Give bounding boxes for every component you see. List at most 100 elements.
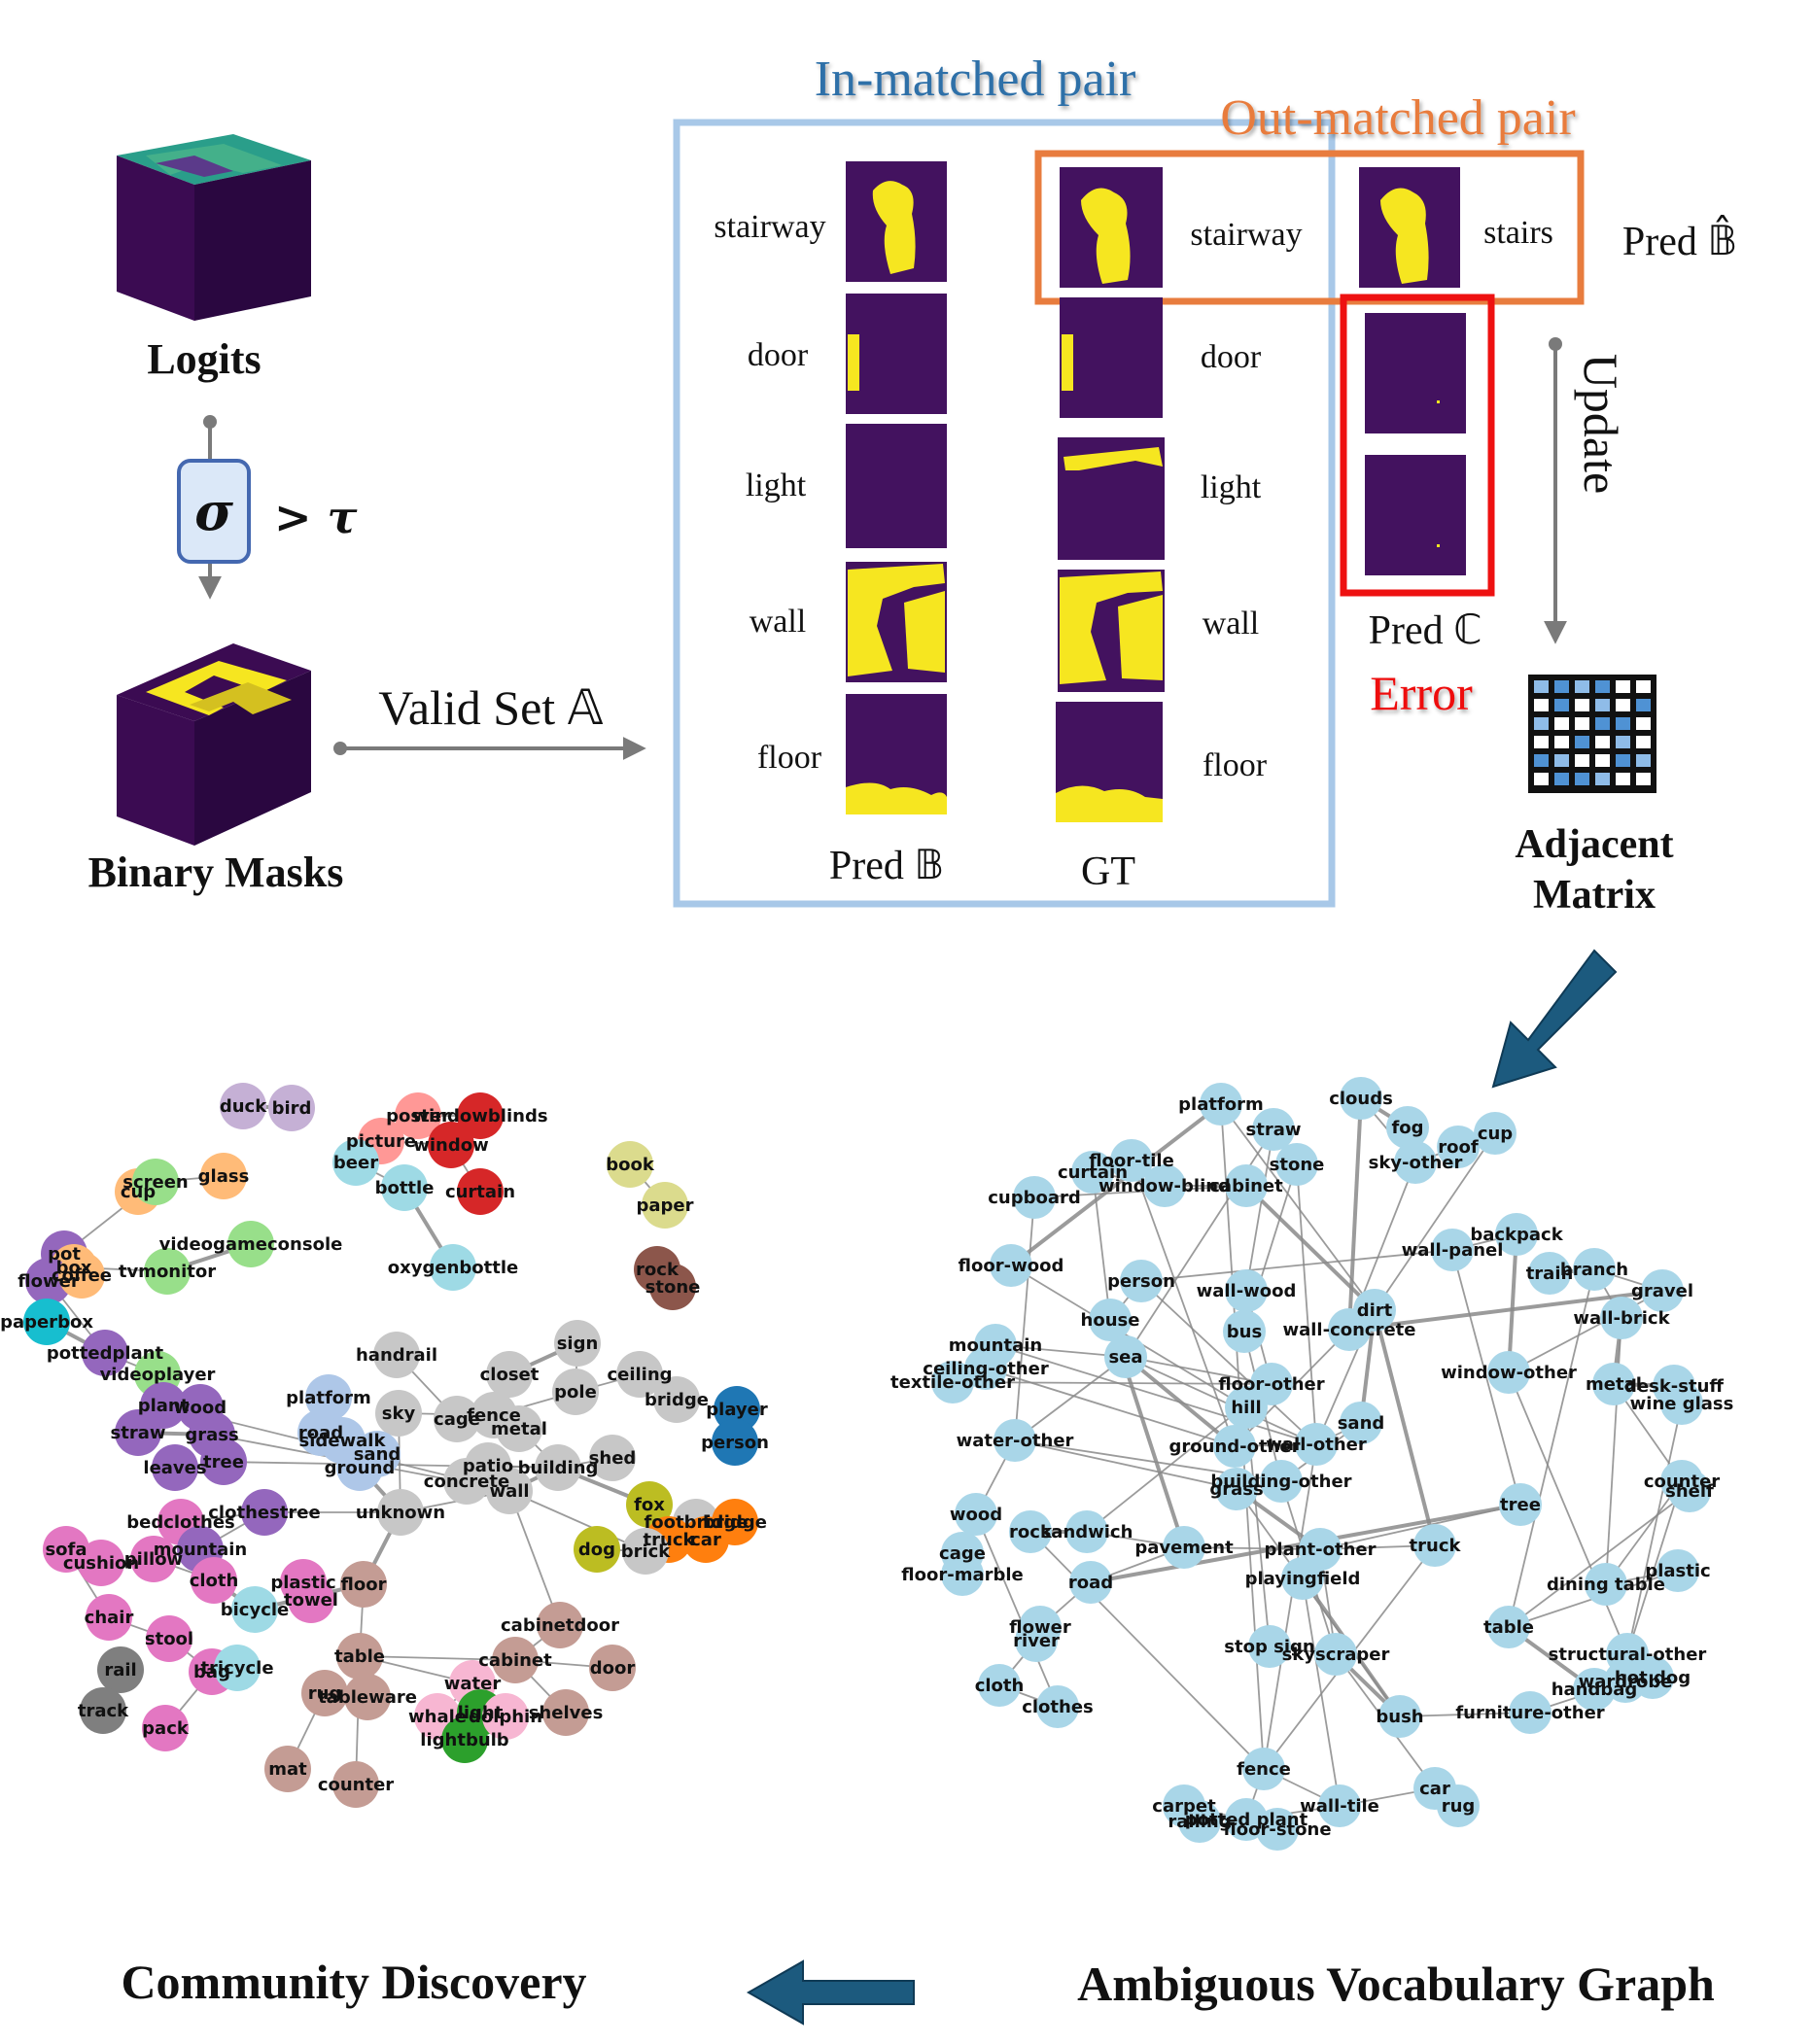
graph-node-label: tableware (318, 1687, 417, 1708)
graph-node (1281, 1557, 1324, 1600)
graph-node (1036, 1685, 1079, 1728)
graph-node (1178, 1800, 1221, 1843)
graph-node-label: wood (174, 1398, 227, 1418)
graph-node-label: bedclothes (126, 1512, 235, 1533)
graph-edge (1125, 1356, 1317, 1445)
graph-node (1386, 1106, 1429, 1149)
graph-node-label: cabinet (478, 1650, 552, 1671)
graph-node (552, 1368, 599, 1415)
graph-node-label: poster (386, 1106, 450, 1126)
graph-node-label: wall-concrete (1282, 1320, 1415, 1340)
graph-node-label: clothes (1022, 1697, 1094, 1717)
graph-node-label: player (706, 1400, 768, 1420)
graph-node-label: railing (1168, 1812, 1231, 1832)
graph-node (554, 1320, 601, 1367)
graph-node (144, 1248, 191, 1295)
graph-node-label: bag (193, 1662, 230, 1682)
graph-node (375, 1390, 422, 1437)
graph-node-label: straw (1246, 1120, 1302, 1140)
sigmoid-connector: σ (177, 415, 251, 600)
graph-node-label: closet (480, 1365, 540, 1385)
mask-tile (1060, 297, 1163, 418)
adjacent-label-line2: Matrix (1533, 873, 1656, 918)
graph-node-label: hot dog (1615, 1668, 1691, 1688)
graph-node-label: wall-wood (1197, 1281, 1297, 1301)
graph-edge (1451, 1249, 1521, 1506)
graph-node (86, 1594, 132, 1641)
matrix-cell (1575, 680, 1589, 693)
graph-node-label: stop sign (1224, 1637, 1314, 1657)
graph-node-label: ceiling (607, 1365, 672, 1385)
matrix-cell (1636, 773, 1651, 785)
graph-node (1213, 1425, 1256, 1468)
graph-node-label: tvmonitor (119, 1262, 216, 1282)
graph-node-label: dining table (1547, 1575, 1665, 1595)
graph-node-label: whale (408, 1707, 467, 1727)
graph-node (607, 1141, 653, 1188)
graph-node-label: rock (636, 1260, 680, 1280)
graph-node-label: bird (272, 1098, 312, 1119)
graph-node-label: table (334, 1646, 385, 1667)
matrix-cell (1534, 680, 1549, 693)
matrix-cell (1575, 754, 1589, 767)
graph-edge (1092, 1171, 1111, 1321)
graph-node-label: bush (1376, 1707, 1423, 1727)
graph-node (1071, 1151, 1114, 1194)
matrix-cell (1534, 699, 1549, 711)
graph-node-label: sofa (45, 1540, 87, 1560)
graph-node (200, 1153, 247, 1199)
graph-node-label: truck (644, 1530, 696, 1550)
graph-node (649, 1264, 696, 1310)
graph-node-label: brick (621, 1542, 672, 1562)
graph-node-label: bridge (645, 1390, 709, 1410)
matrix-cell (1554, 736, 1569, 748)
graph-node (130, 1536, 177, 1582)
graph-node (642, 1182, 688, 1229)
graph-node (377, 1489, 424, 1536)
gt-label: GT (1081, 849, 1135, 894)
graph-node (1585, 1563, 1627, 1606)
graph-node-label: counter (1644, 1472, 1720, 1492)
graph-node (1528, 1252, 1571, 1295)
graph-node (381, 1164, 428, 1211)
graph-node-label: wall-other (1266, 1435, 1367, 1455)
graph-node-label: glass (198, 1166, 250, 1187)
graph-node (191, 1557, 237, 1604)
graph-node (115, 1409, 161, 1456)
graph-node-label: fence (467, 1405, 521, 1426)
graph-node (336, 1444, 383, 1491)
graph-node-label: truck (1410, 1536, 1462, 1556)
graph-edge (985, 1368, 1236, 1447)
graph-node (941, 1553, 984, 1596)
graph-node-label: potted plant (1185, 1810, 1308, 1830)
graph-node (1015, 1619, 1058, 1662)
graph-node-label: cloth (190, 1571, 239, 1591)
graph-node (58, 1252, 105, 1299)
graph-node-label: concrete (424, 1472, 509, 1492)
out-matched-label: stairs (1483, 215, 1553, 251)
graph-node (1592, 1363, 1635, 1405)
matrix-cell (1575, 773, 1589, 785)
graph-node-label: ground (325, 1458, 396, 1478)
graph-node-label: dog (578, 1540, 615, 1560)
graph-node-label: metal (1586, 1374, 1642, 1395)
graph-node-label: wall-panel (1402, 1240, 1504, 1261)
graph-node-label: water (444, 1674, 502, 1694)
graph-node (1487, 1351, 1530, 1394)
graph-node-label: bridge (703, 1512, 767, 1533)
matrix-cell (1554, 754, 1569, 767)
gt-row-label: door (1201, 339, 1262, 375)
graph-node-label: wood (950, 1505, 1002, 1525)
graph-node-label: patio (463, 1456, 513, 1476)
graph-node-label: rail (104, 1660, 136, 1680)
community-discovery-label: Community Discovery (121, 1955, 586, 2009)
graph-node (1275, 1143, 1318, 1186)
graph-node (1340, 1402, 1382, 1444)
graph-node (80, 1687, 126, 1734)
graph-node-label: videoplayer (100, 1365, 216, 1385)
graph-node-label: curtain (445, 1182, 515, 1202)
graph-node-label: towel (284, 1590, 338, 1611)
binary-masks-label: Binary Masks (88, 849, 344, 896)
graph-node-label: tree (203, 1452, 244, 1472)
